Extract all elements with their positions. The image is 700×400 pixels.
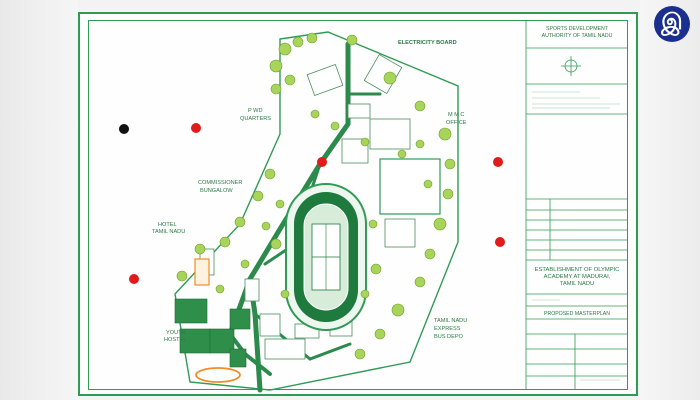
title-block: [525, 20, 628, 390]
label-youth-hostel-2: HOSTEL: [164, 337, 186, 343]
label-electricity-board: ELECTRICITY BOARD: [398, 40, 457, 46]
title-block-notes: [532, 91, 620, 381]
drawing-sheet: ELECTRICITY BOARD P WD QUARTERS M M C OF…: [78, 12, 638, 396]
project-line-1: ESTABLISHMENT OF OLYMPIC: [535, 267, 620, 273]
black-dot: [119, 124, 129, 134]
reference-dots: [119, 123, 505, 284]
label-bus-depo-3: BUS DEPO: [434, 334, 464, 340]
drawing-border: [88, 20, 628, 390]
stadium: [285, 183, 367, 331]
project-line-2: ACADEMY AT MADURAI,: [544, 274, 611, 280]
label-pwd-quarters-1: P WD: [248, 108, 263, 114]
label-youth-hostel-1: YOUTH: [166, 330, 186, 336]
logo-glyph: இ: [661, 10, 683, 35]
label-mmc-office-2: OFFICE: [446, 120, 467, 126]
trees: [176, 32, 456, 360]
authority-line-1: SPORTS DEVELOPMENT: [546, 26, 609, 32]
site-boundary: [174, 31, 459, 391]
drawing-title: PROPOSED MASTERPLAN: [544, 311, 610, 317]
sports-fields: [174, 298, 251, 368]
label-hotel-2: TAMIL NADU: [152, 229, 185, 235]
north-arrow-icon: [561, 56, 581, 76]
publisher-logo[interactable]: இ: [654, 6, 690, 42]
red-dot: [317, 157, 327, 167]
red-dot: [129, 274, 139, 284]
label-pwd-quarters-2: QUARTERS: [240, 116, 271, 122]
tennis-court: [194, 258, 210, 286]
label-hotel-1: HOTEL: [158, 222, 177, 228]
label-commissioner-1: COMMISSIONER: [198, 180, 242, 186]
highlight-ellipse: [195, 367, 241, 383]
authority-line-2: AUTHORITY OF TAMIL NADU: [542, 33, 613, 39]
site-plan: ELECTRICITY BOARD P WD QUARTERS M M C OF…: [119, 20, 628, 393]
label-bus-depo-2: EXPRESS: [434, 326, 461, 332]
label-commissioner-2: BUNGALOW: [200, 188, 233, 194]
label-mmc-office-1: M M C: [448, 112, 464, 118]
background-left: [0, 0, 78, 400]
red-dot: [191, 123, 201, 133]
red-dot: [495, 237, 505, 247]
background-right: [640, 0, 700, 400]
label-bus-depo-1: TAMIL NADU: [434, 318, 467, 324]
project-line-3: TAMIL NADU: [560, 281, 594, 287]
red-dot: [493, 157, 503, 167]
